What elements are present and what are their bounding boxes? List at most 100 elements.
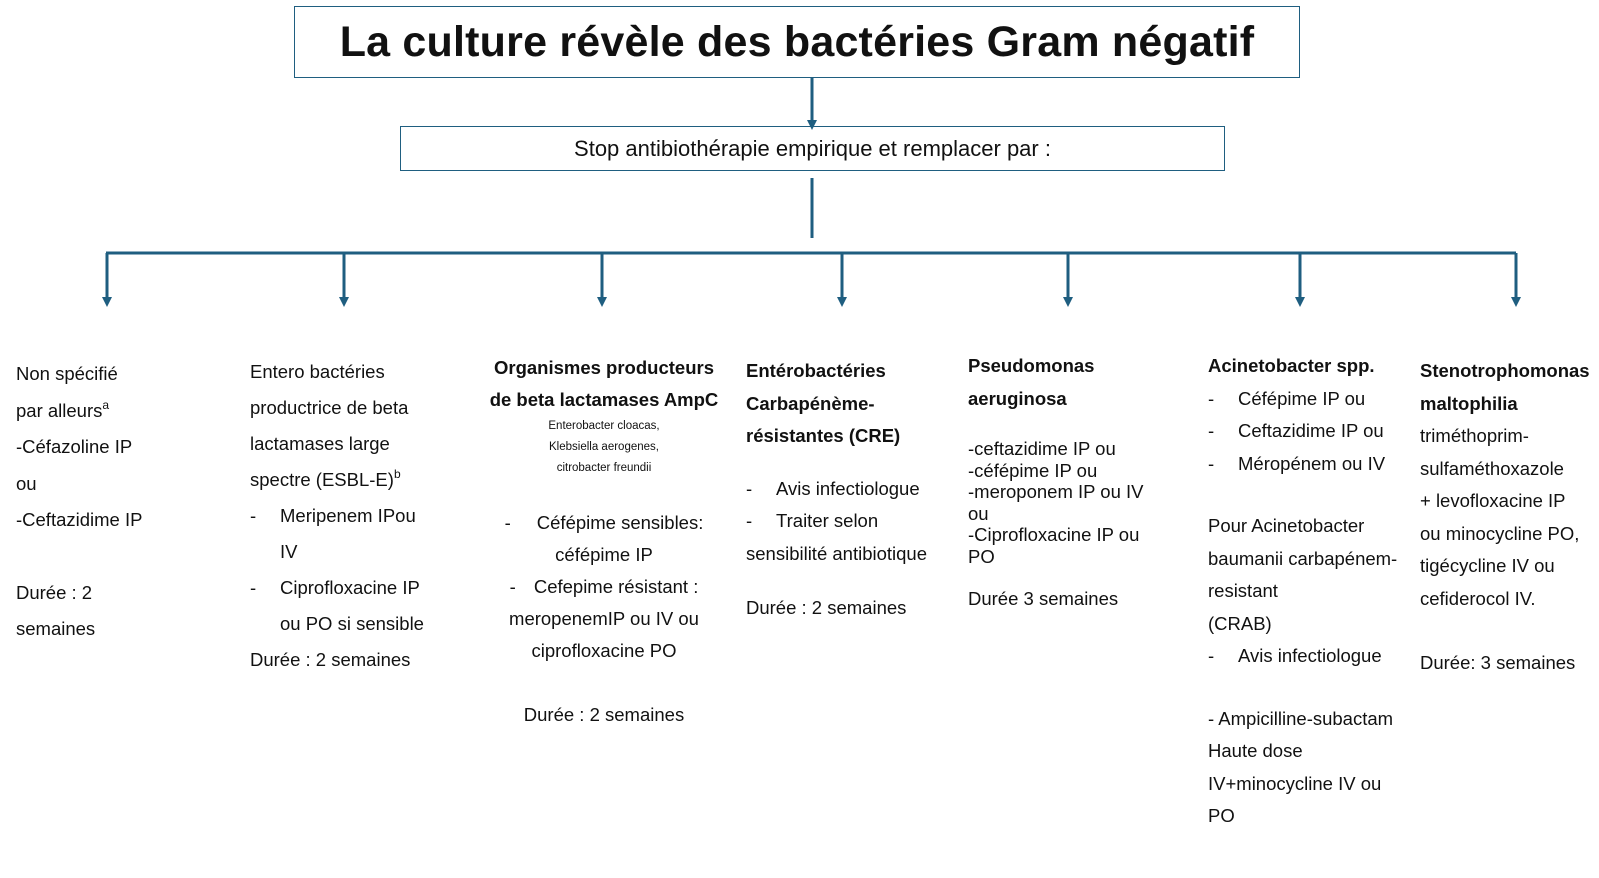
col6-line: Ceftazidime IP ou xyxy=(1238,420,1384,441)
dash: - xyxy=(1208,420,1215,441)
col6-line: PO xyxy=(1208,805,1235,826)
col3-heading: Organismes producteurs xyxy=(493,357,714,378)
dash: - xyxy=(250,505,257,526)
col3-organism: Enterobacter cloacas, xyxy=(548,420,660,432)
col6-line: baumanii carbapénem- xyxy=(1208,547,1398,569)
col7-line: Durée: 3 semaines xyxy=(1420,652,1576,673)
col1-line: Non spécifié xyxy=(16,363,118,384)
col2-line: Meripenem IPou xyxy=(280,505,416,526)
col3-organism: Klebsiella aerogenes, xyxy=(549,441,659,453)
col7-heading: Stenotrophomonas xyxy=(1420,360,1590,381)
col3-line: Cefepime résistant : xyxy=(533,576,699,597)
col3-line: Céfépime sensibles: xyxy=(536,512,704,533)
col6-item: - Avis infectiologue xyxy=(1208,640,1397,673)
col2-line: ou PO si sensible xyxy=(280,613,424,634)
col2-line: Durée : 2 semaines xyxy=(250,649,411,670)
col3-organism: citrobacter freundii xyxy=(556,462,652,474)
col6-item: - Méropénem ou IV xyxy=(1208,448,1397,481)
dash: - xyxy=(1208,452,1215,474)
column-non-specifie: Non spécifié par alleursa -Céfazoline IP… xyxy=(16,356,142,648)
col1-line-with-sup: par alleursa xyxy=(16,393,142,430)
col6-line: IV+minocycline IV ou xyxy=(1208,772,1382,794)
column-cre: Entérobactéries Carbapénème- résistantes… xyxy=(746,355,927,625)
col1-line: Durée : 2 xyxy=(16,581,93,603)
col5-line: -Ciprofloxacine IP ou xyxy=(968,524,1140,545)
col7-line: sulfaméthoxazole xyxy=(1420,457,1564,479)
col3-item: -Cefepime résistant : xyxy=(486,571,722,603)
col7-line: + levofloxacine IP xyxy=(1420,490,1566,511)
col4-line: sensibilité antibiotique xyxy=(746,542,928,564)
diagram-title: La culture révèle des bactéries Gram nég… xyxy=(339,17,1255,66)
col5-line: -céfépime IP ou xyxy=(968,459,1098,481)
dash: - xyxy=(509,576,516,597)
col4-line: Durée : 2 semaines xyxy=(746,597,907,618)
col2-line: spectre (ESBL-E) xyxy=(250,469,394,490)
col6-line: Méropénem ou IV xyxy=(1238,452,1386,474)
col4-line: Traiter selon xyxy=(776,510,879,531)
col2-line: productrice de beta xyxy=(250,397,409,418)
col4-item: - Traiter selon xyxy=(746,505,927,538)
col2-line-with-sup: spectre (ESBL-E)b xyxy=(250,462,424,498)
col5-line: -meroponem IP ou IV xyxy=(968,481,1144,502)
dash: - xyxy=(1208,387,1215,409)
col2-item: - Meripenem IPou xyxy=(250,498,424,534)
col6-line: Pour Acinetobacter xyxy=(1208,515,1365,536)
col5-line: ou xyxy=(968,502,989,524)
col5-line: -ceftazidime IP ou xyxy=(968,438,1116,459)
column-esbl: Entero bactéries productrice de beta lac… xyxy=(250,354,424,678)
diagram-subtitle: Stop antibiothérapie empirique et rempla… xyxy=(574,135,1051,161)
dash: - xyxy=(1208,645,1215,666)
col1-line: ou xyxy=(16,472,37,494)
col6-heading: Acinetobacter spp. xyxy=(1208,355,1375,376)
col3-item: - Céfépime sensibles: xyxy=(486,507,722,539)
column-ampc: Organismes producteurs de beta lactamase… xyxy=(486,352,722,731)
col1-line: semaines xyxy=(16,618,96,639)
col6-item: - Ceftazidime IP ou xyxy=(1208,415,1397,448)
col1-line: -Céfazoline IP xyxy=(16,436,133,457)
column-stenotrophomonas: Stenotrophomonas maltophilia triméthopri… xyxy=(1420,355,1590,680)
dash: - xyxy=(250,577,257,598)
col4-heading: Carbapénème- xyxy=(746,392,875,414)
col3-line: ciprofloxacine PO xyxy=(531,640,677,661)
col3-line: Durée : 2 semaines xyxy=(523,704,685,725)
col3-line: céfépime IP xyxy=(555,544,653,565)
col3-heading: de beta lactamases AmpC xyxy=(489,389,719,410)
subtitle-box: Stop antibiothérapie empirique et rempla… xyxy=(400,126,1225,171)
col7-line: triméthoprim- xyxy=(1420,425,1529,446)
column-acinetobacter: Acinetobacter spp. - Céfépime IP ou - Ceft… xyxy=(1208,350,1397,833)
column-pseudomonas: Pseudomonas aeruginosa -ceftazidime IP o… xyxy=(968,350,1144,610)
footnote-b: b xyxy=(393,467,401,481)
col6-line: Céfépime IP ou xyxy=(1238,387,1366,409)
col4-heading: résistantes (CRE) xyxy=(746,425,901,446)
col5-heading: Pseudomonas xyxy=(968,355,1095,376)
col4-line: Avis infectiologue xyxy=(776,477,920,499)
col1-line: par alleurs xyxy=(16,399,103,421)
col2-line: IV xyxy=(280,541,298,562)
col7-line: ou minocycline PO, xyxy=(1420,522,1580,544)
col6-line: resistant xyxy=(1208,580,1278,601)
col6-item: - Céfépime IP ou xyxy=(1208,383,1397,416)
dash: - xyxy=(504,512,511,533)
col5-heading: aeruginosa xyxy=(968,387,1067,409)
col5-body: -ceftazidime IP ou -céfépime IP ou -mero… xyxy=(968,438,1144,610)
col6-line: Avis infectiologue xyxy=(1238,645,1382,666)
col2-line: Ciprofloxacine IP xyxy=(280,577,420,598)
col6-line: Haute dose xyxy=(1208,740,1303,761)
dash: - xyxy=(746,510,753,531)
col2-line: Entero bactéries xyxy=(250,361,385,382)
col5-line: PO xyxy=(968,545,995,567)
col5-line: Durée 3 semaines xyxy=(968,588,1119,609)
col6-line: (CRAB) xyxy=(1208,612,1272,634)
col7-line: tigécycline IV ou xyxy=(1420,555,1555,576)
col4-heading: Entérobactéries xyxy=(746,360,886,381)
col6-line: - Ampicilline-subactam xyxy=(1208,707,1394,729)
col7-heading: maltophilia xyxy=(1420,392,1518,414)
dash: - xyxy=(746,477,753,499)
footnote-a: a xyxy=(102,397,110,412)
title-box: La culture révèle des bactéries Gram nég… xyxy=(294,6,1300,78)
col2-item: - Ciprofloxacine IP xyxy=(250,570,424,606)
col7-line: cefiderocol IV. xyxy=(1420,587,1536,609)
col1-line: -Ceftazidime IP xyxy=(16,509,143,530)
col3-body: -Céfépime sensibles: céfépime IP -Cefepi… xyxy=(486,507,722,731)
